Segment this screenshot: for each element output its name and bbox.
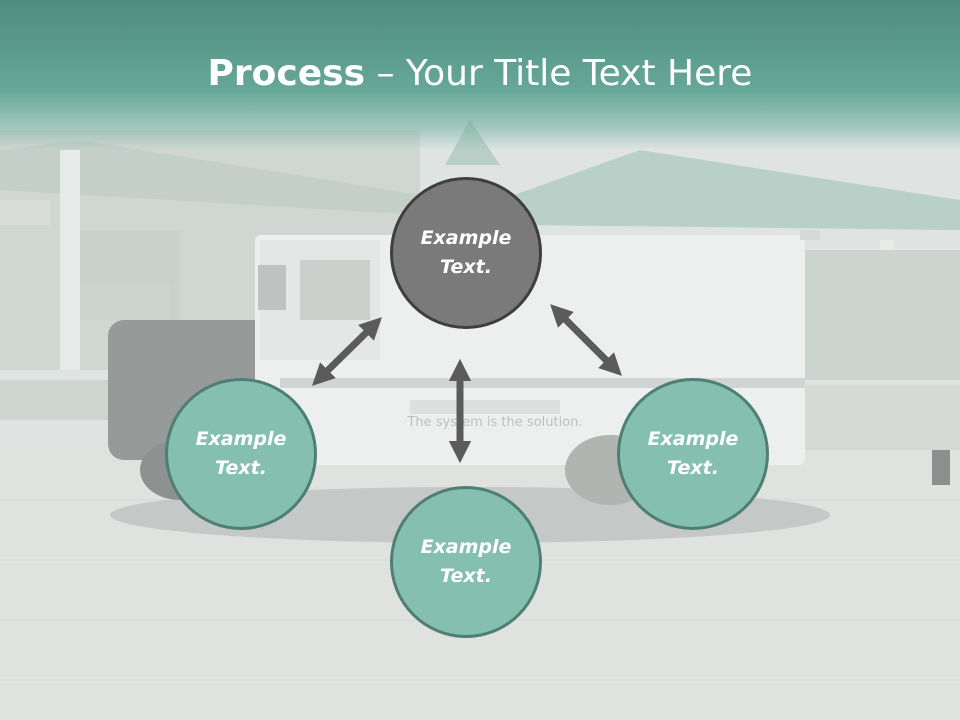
node-right-label: Example Text. <box>647 428 739 479</box>
slide-title: Process – Your Title Text Here <box>0 52 960 96</box>
node-left-label: Example Text. <box>195 428 287 479</box>
node-top: Example Text. <box>390 177 542 329</box>
node-top-label: Example Text. <box>420 227 512 278</box>
node-bottom: Example Text. <box>390 486 542 638</box>
node-right: Example Text. <box>617 378 769 530</box>
title-rest: – Your Title Text Here <box>365 53 753 94</box>
title-band <box>0 0 960 150</box>
node-bottom-label: Example Text. <box>420 536 512 587</box>
title-bold: Process <box>207 53 366 94</box>
node-left: Example Text. <box>165 378 317 530</box>
arrow-top-left <box>312 317 382 386</box>
arrow-top-right <box>550 304 622 376</box>
